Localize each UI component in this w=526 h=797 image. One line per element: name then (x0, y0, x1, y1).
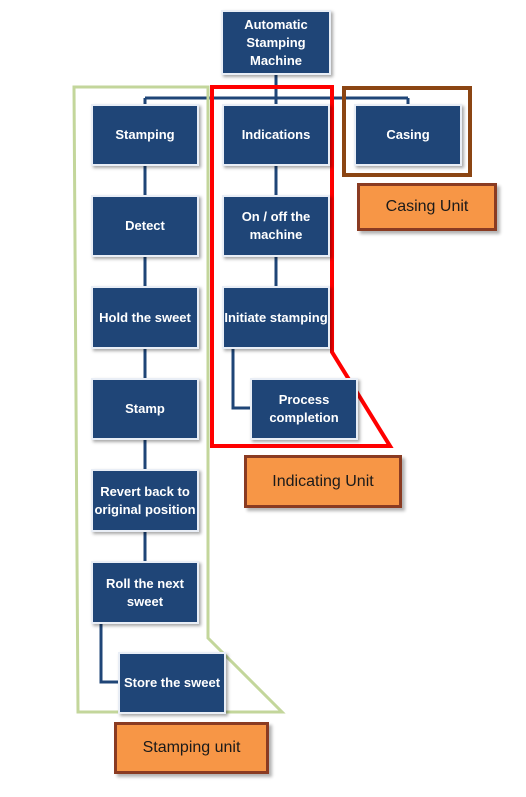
indicating-unit-label: Indicating Unit (244, 455, 402, 508)
root-node: Automatic Stamping Machine (221, 10, 331, 75)
stamping-unit-label: Stamping unit (114, 722, 269, 774)
stamping-node: Stamping (91, 104, 199, 166)
connector-roll-store (99, 624, 120, 684)
onoff-node: On / off the machine (222, 195, 330, 257)
stamping-unit-outline (72, 85, 286, 714)
detect-node: Detect (91, 195, 199, 257)
initiate-node: Initiate stamping (222, 286, 330, 349)
indicating-unit-outline (210, 85, 394, 448)
store-node: Store the sweet (118, 652, 226, 714)
stamp-node: Stamp (91, 378, 199, 440)
hold-node: Hold the sweet (91, 286, 199, 349)
revert-node: Revert back to original position (91, 469, 199, 532)
casing-unit-outline (342, 86, 472, 177)
indications-node: Indications (222, 104, 330, 166)
casing-unit-label: Casing Unit (357, 183, 497, 231)
connector-initiate-process (231, 349, 252, 410)
roll-node: Roll the next sweet (91, 561, 199, 624)
process-node: Process completion (250, 378, 358, 440)
casing-node: Casing (354, 104, 462, 166)
